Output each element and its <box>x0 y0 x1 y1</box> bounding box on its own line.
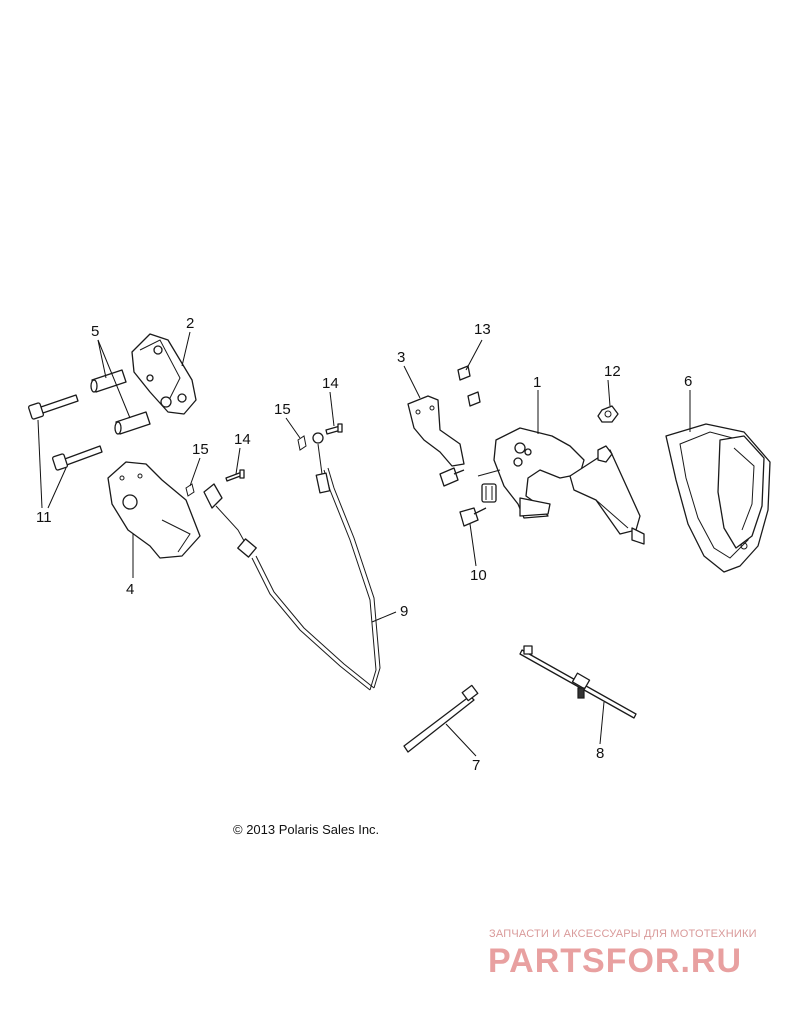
part-14-pin-right <box>325 423 343 435</box>
part-14-pin-left <box>225 469 245 482</box>
callout-6: 6 <box>684 373 692 390</box>
callout-1: 1 <box>533 374 541 391</box>
copyright-notice: © 2013 Polaris Sales Inc. <box>233 822 380 837</box>
watermark-brand: PARTSFOR.RU <box>488 942 743 980</box>
callout-13: 13 <box>474 321 491 338</box>
callout-labels: 1 2 3 4 5 6 7 8 9 10 11 12 13 14 14 15 1… <box>36 315 692 774</box>
watermark-tagline: ЗАПЧАСТИ И АКСЕССУАРЫ ДЛЯ МОТОТЕХНИКИ <box>489 928 757 940</box>
part-7-cable-tie <box>403 684 479 753</box>
part-6-housing <box>665 423 771 573</box>
callout-4: 4 <box>126 581 134 598</box>
callout-12: 12 <box>604 363 621 380</box>
part-15-clip-right <box>297 435 307 451</box>
callout-2: 2 <box>186 315 194 332</box>
part-9-cable <box>203 432 381 691</box>
part-8-cable-tie-mount <box>519 645 637 719</box>
callout-8: 8 <box>596 745 604 762</box>
part-5-spacers <box>90 369 151 435</box>
part-12-nuts <box>597 405 619 463</box>
callout-10: 10 <box>470 567 487 584</box>
part-2-mount-block <box>131 333 197 415</box>
callout-14-left: 14 <box>234 431 251 448</box>
callout-5: 5 <box>91 323 99 340</box>
callout-3: 3 <box>397 349 405 366</box>
callout-14-right: 14 <box>322 375 339 392</box>
callout-11: 11 <box>36 509 52 526</box>
leader-lines <box>37 331 691 757</box>
part-11-bolts <box>28 394 103 471</box>
callout-15-right: 15 <box>274 401 291 418</box>
part-10-bolts <box>439 467 487 527</box>
part-13-screws <box>457 365 481 407</box>
part-3-bracket <box>407 395 465 467</box>
part-4-bracket-plate <box>107 461 201 559</box>
callout-7: 7 <box>472 757 480 774</box>
part-1-lever <box>477 427 645 545</box>
callout-15-left: 15 <box>192 441 209 458</box>
callout-9: 9 <box>400 603 408 620</box>
